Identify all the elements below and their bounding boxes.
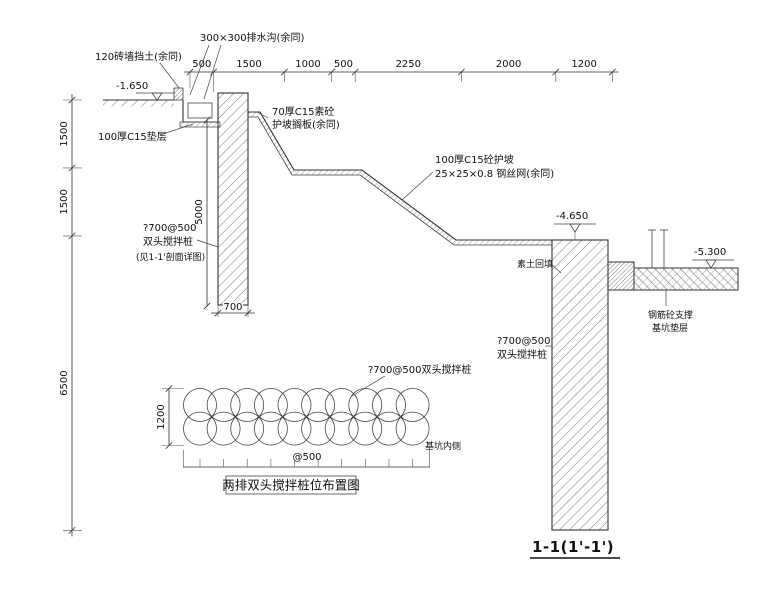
strut-block [607,261,635,291]
elevation-pit-value: -4.650 [556,211,588,222]
right-pile-wall [551,239,609,531]
label-slope-main: 100厚C15砼护坡 25×25×0.8 钢丝网(余同) [401,153,554,201]
pile-left-label-2: 双头搅拌桩 [143,235,193,248]
section-title-text: 1-1(1'-1') [532,538,614,556]
elevation-slab: -5.300 [692,247,734,269]
dim-wall-width: 700 [223,302,242,313]
strut-label: 钢筋砼支撑 [648,309,693,321]
svg-text:2250: 2250 [396,59,421,70]
slope-protection [248,111,552,246]
label-pile-left: ?700@500 双头搅拌桩 (见1-1'剖面详图) [136,223,219,263]
elevation-ground: -1.650 [116,81,174,101]
elevation-slab-value: -5.300 [694,247,726,258]
label-cushion-left: 100厚C15垫层 [98,123,194,143]
dim-plan-spacing: @500 [292,452,321,463]
brick-retaining-wall [173,87,184,101]
label-drain: 300×300排水沟(余同) [189,31,304,100]
svg-text:2000: 2000 [496,59,521,70]
label-slope-upper: 70厚C15素砼 护坡搁板(余同) [256,105,340,131]
pile-plan [183,388,430,446]
plan-inside-label: 基坑内侧 [425,440,461,452]
label-brick: 120砖墙挡土(余同) [95,50,182,89]
slope-upper-label-2: 护坡搁板(余同) [272,118,340,131]
wall-width-dimension: 700 [211,301,255,317]
svg-text:1500: 1500 [59,121,70,146]
pit-cushion-label: 基坑垫层 [652,322,688,334]
dim-plan-row-height: 1200 [156,404,167,429]
plan-row-dimension: 1200 [156,385,184,449]
left-pile-wall [217,92,249,306]
pile-right-label-1: ?700@500 [497,336,550,347]
svg-text:1500: 1500 [236,59,261,70]
pile-right-label-2: 双头搅拌桩 [497,348,547,361]
svg-text:6500: 6500 [59,370,70,395]
label-strut: 钢筋砼支撑 基坑垫层 [648,290,693,334]
svg-text:500: 500 [334,59,353,70]
plan-title: 两排双头搅拌桩位布置图 [222,475,360,495]
slope-upper-label-1: 70厚C15素砼 [272,105,334,118]
svg-text:1500: 1500 [59,189,70,214]
basement-slab [633,267,739,291]
svg-text:1000: 1000 [295,59,320,70]
label-plan-pile: ?700@500双头搅拌桩 [351,363,471,397]
plan-spacing-dimension: @500 [183,450,430,468]
slope-main-label-2: 25×25×0.8 钢丝网(余同) [435,167,554,180]
backfill-label: 素土回填 [517,258,553,270]
wall-depth-dimension: 5000 [194,116,211,310]
section-title: 1-1(1'-1') [530,538,620,559]
svg-text:1200: 1200 [571,59,596,70]
column-dowels [648,229,668,268]
plan-title-text: 两排双头搅拌桩位布置图 [222,478,360,493]
elevation-ground-value: -1.650 [116,81,148,92]
label-pile-right: ?700@500 双头搅拌桩 [497,336,552,361]
pile-left-label-1: ?700@500 [143,223,196,234]
dim-wall-depth: 5000 [194,199,205,224]
label-backfill: 素土回填 [517,258,562,274]
brick-wall-label: 120砖墙挡土(余同) [95,50,182,63]
slope-main-label-1: 100厚C15砼护坡 [435,153,514,166]
elevation-pit: -4.650 [554,211,596,240]
drain-label: 300×300排水沟(余同) [200,31,304,44]
label-plan-inside: 基坑内侧 [425,440,461,452]
cushion-left-label: 100厚C15垫层 [98,130,167,143]
plan-pile-label: ?700@500双头搅拌桩 [368,363,471,376]
left-dimension: 1500 1500 6500 [59,94,82,537]
ground-line [103,99,174,107]
pile-left-label-3: (见1-1'剖面详图) [136,251,205,263]
